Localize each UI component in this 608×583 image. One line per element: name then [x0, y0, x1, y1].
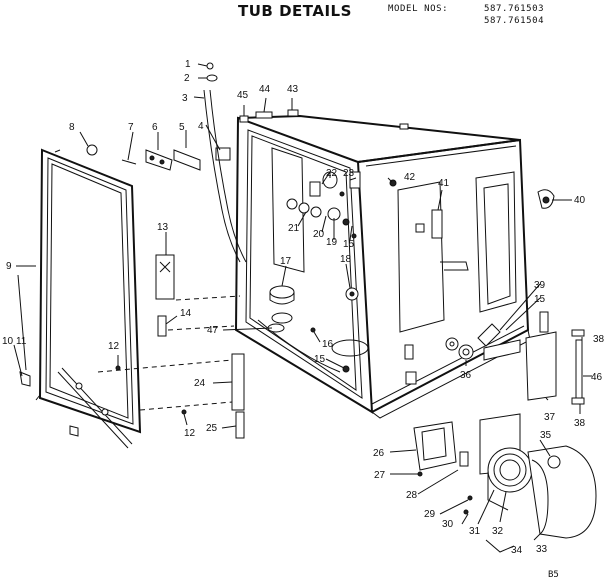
callout-11: 11 [16, 336, 27, 347]
callout-43: 43 [287, 84, 299, 95]
callout-21: 21 [288, 223, 300, 234]
callout-32: 32 [492, 526, 504, 537]
callout-24: 24 [194, 378, 206, 389]
lower-strip [57, 367, 133, 449]
callout-18: 18 [340, 254, 352, 265]
door-gasket [35, 148, 142, 434]
callout-7: 7 [128, 122, 134, 133]
callout-8: 8 [69, 122, 75, 133]
fill-hose [203, 62, 247, 263]
callout-26: 26 [373, 448, 385, 459]
callout-9: 9 [6, 261, 12, 272]
callout-2: 2 [184, 73, 190, 84]
callout-29: 29 [424, 509, 436, 520]
left-brackets [19, 254, 245, 439]
callout-12-upper: 12 [108, 341, 120, 352]
callout-4: 4 [198, 121, 204, 132]
callout-31: 31 [469, 526, 481, 537]
model-number-2: 587.761504 [484, 16, 545, 26]
callout-46: 46 [591, 372, 603, 383]
callout-40: 40 [574, 195, 586, 206]
callout-28: 28 [406, 490, 418, 501]
callout-5: 5 [179, 122, 185, 133]
right-side-parts [405, 189, 585, 405]
callout-27: 27 [374, 470, 386, 481]
callout-20: 20 [313, 229, 325, 240]
callout-38-lower: 38 [574, 418, 586, 429]
callout-22: 22 [326, 168, 338, 179]
callout-45: 45 [237, 90, 249, 101]
diagram-title: TUB DETAILS [238, 2, 352, 20]
callout-44: 44 [259, 84, 271, 95]
callout-16: 16 [322, 339, 334, 350]
callout-1: 1 [185, 59, 191, 70]
callout-15-upper: 15 [343, 239, 355, 250]
callout-12-lower: 12 [184, 428, 196, 439]
tub-body [234, 114, 531, 419]
callout-42: 42 [404, 172, 416, 183]
callout-14: 14 [180, 308, 192, 319]
callout-13: 13 [157, 222, 169, 233]
callout-47: 47 [207, 325, 219, 336]
model-numbers-label: MODEL NOS: [388, 4, 449, 14]
motor-pump-assembly [413, 413, 597, 539]
callout-35: 35 [540, 430, 552, 441]
callout-41: 41 [438, 178, 450, 189]
callout-36: 36 [460, 370, 472, 381]
callout-6: 6 [152, 122, 158, 133]
callout-39: 39 [534, 280, 546, 291]
callout-34: 34 [511, 545, 523, 556]
callout-15-right: 15 [534, 294, 546, 305]
callout-38-upper: 38 [593, 334, 605, 345]
callout-19: 19 [326, 237, 338, 248]
callout-labels: 1 2 3 4 5 6 7 8 9 10 11 12 12 13 14 15 1… [2, 59, 605, 556]
leader-lines [13, 63, 592, 553]
callout-33: 33 [536, 544, 548, 555]
callout-25: 25 [206, 423, 218, 434]
model-number-1: 587.761503 [484, 4, 545, 14]
callout-10: 10 [2, 336, 14, 347]
callout-30: 30 [442, 519, 454, 530]
interior-parts [215, 109, 469, 373]
page-code: B5 [548, 570, 559, 580]
callout-23: 23 [343, 168, 355, 179]
callout-15-lower: 15 [314, 354, 326, 365]
alignment-lines [97, 295, 241, 411]
callout-37: 37 [544, 412, 556, 423]
callout-17: 17 [280, 256, 292, 267]
latch-parts [86, 144, 201, 171]
callout-3: 3 [182, 93, 188, 104]
